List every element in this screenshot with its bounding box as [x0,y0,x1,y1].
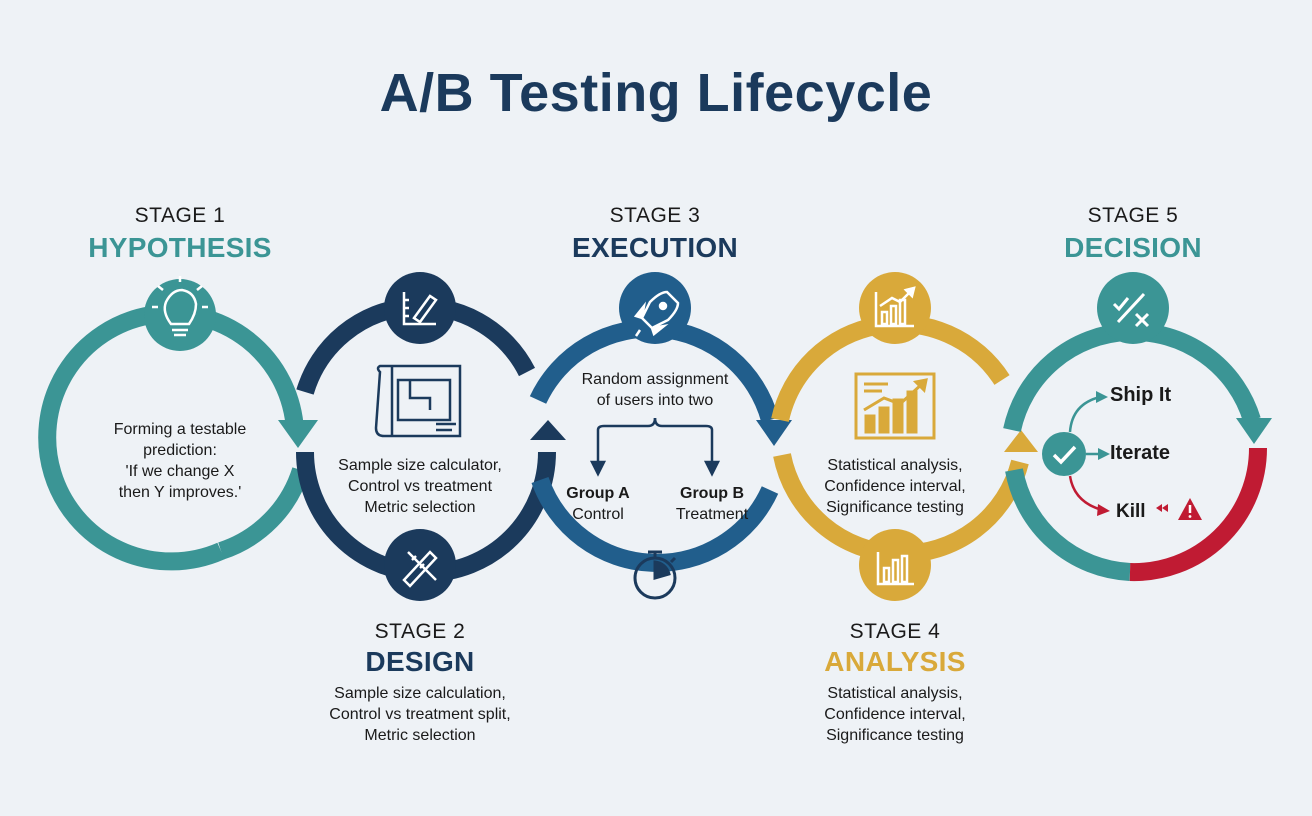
stage5-label: STAGE 5 [1087,204,1179,227]
line: Confidence interval, [824,706,966,723]
percent-icon [1112,292,1150,328]
line: Sample size calculator, [338,457,502,474]
group-b: Group B Treatment [662,483,762,525]
execution-icon-badge [619,272,691,344]
growth-chart-icon [854,372,936,440]
warning-icon [1178,498,1202,520]
stage4-description: Statistical analysis, Confidence interva… [790,683,1000,746]
line: Control vs treatment [347,478,493,495]
stage2-name: DESIGN [365,646,475,677]
rewind-icon [1156,504,1168,512]
ring-hypothesis [38,304,318,571]
option-ship-it: Ship It [1110,384,1172,406]
stage1-name: HYPOTHESIS [88,232,272,263]
decision-branches [1068,391,1110,516]
line: Control vs treatment split, [329,706,511,723]
arrow-head [1236,418,1272,444]
blueprint-icon [374,364,462,438]
stage4-inner-description: Statistical analysis, Confidence interva… [790,455,1000,518]
hypothesis-icon-badge [144,279,216,351]
rocket-icon [633,290,680,337]
check-icon [1052,445,1077,465]
arrow-head [530,420,566,440]
check-badge [1042,432,1086,476]
stage3-description: Random assignment of users into two [555,369,755,411]
stage4-label: STAGE 4 [849,620,941,643]
group-a-name: Group A [566,485,630,502]
stage3-label: STAGE 3 [609,204,701,227]
line: Confidence interval, [824,478,966,495]
arrow-head [278,420,318,448]
stopwatch-icon [633,550,677,600]
line: Significance testing [826,499,964,516]
stage1-label: STAGE 1 [134,204,226,227]
line: Significance testing [826,727,964,744]
line: Statistical analysis, [827,685,963,702]
option-iterate: Iterate [1110,442,1171,464]
bar-chart-small-icon [876,552,914,586]
line: Metric selection [364,727,476,744]
analysis-bottom-icon-badge [859,529,931,601]
stage3-name: EXECUTION [571,232,739,263]
line: Metric selection [364,499,476,516]
line: Sample size calculation, [334,685,506,702]
pencil-ruler-icon [402,550,438,588]
bar-chart-icon [874,286,916,328]
stage2-label: STAGE 2 [374,620,466,643]
line: Statistical analysis, [827,457,963,474]
group-b-name: Group B [680,485,744,502]
stage4-name: ANALYSIS [824,646,966,677]
group-b-role: Treatment [675,506,749,523]
ring-execution [529,319,792,572]
stage1-description: Forming a testable prediction: 'If we ch… [80,419,280,503]
line: of users into two [596,392,714,409]
split-connector [589,417,721,477]
line: 'If we change X [125,463,235,480]
line: Random assignment [581,371,729,388]
group-a: Group A Control [548,483,648,525]
line: prediction: [143,442,217,459]
stage2-description: Sample size calculation, Control vs trea… [290,683,550,746]
ruler-pencil-icon [402,292,438,326]
group-a-role: Control [572,506,624,523]
arrow-head [1004,430,1038,452]
stage5-name: DECISION [1064,232,1202,263]
page-title: A/B Testing Lifecycle [379,63,933,123]
option-kill: Kill [1116,501,1146,522]
line: Forming a testable [113,421,247,438]
arrow-head [756,420,792,446]
line: then Y improves.' [118,484,242,501]
stage2-inner-description: Sample size calculator, Control vs treat… [310,455,530,518]
lightbulb-icon [152,276,208,337]
